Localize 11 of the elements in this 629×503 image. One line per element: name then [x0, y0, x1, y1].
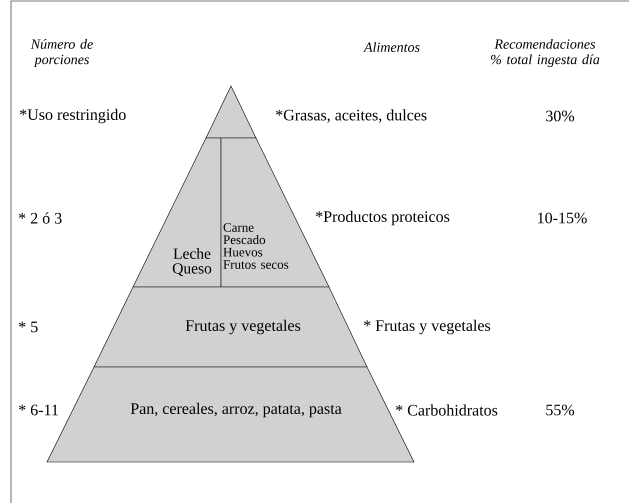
- column-header: Alimentos: [363, 42, 420, 52]
- row-label: 10-15%: [538, 212, 587, 224]
- row-label: *Grasas, aceites, dulces: [276, 109, 427, 123]
- row-label: *Uso restringido: [20, 108, 126, 124]
- pyramid-section: Leche Queso: [132, 138, 222, 288]
- row-label: * 2 ó 3: [19, 212, 62, 224]
- row-label: * 5: [19, 322, 38, 332]
- column-header: Recomendaciones % total ingesta día: [490, 38, 600, 68]
- row-label: 30%: [546, 110, 574, 122]
- column-header: Número de porciones: [30, 38, 93, 68]
- row-label: 55%: [546, 404, 574, 416]
